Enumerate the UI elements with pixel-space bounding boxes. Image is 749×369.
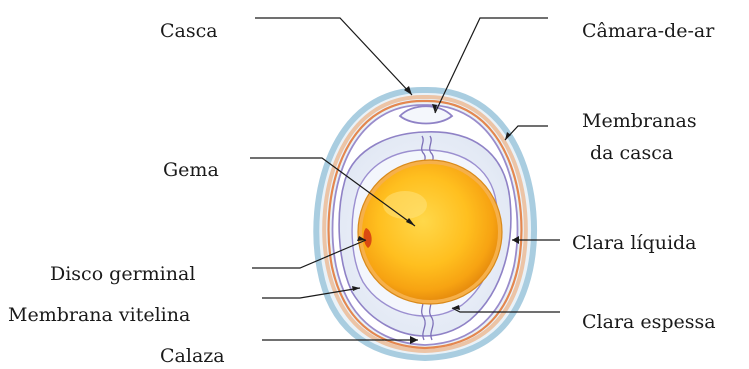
label-membranas: Membranas — [582, 110, 697, 132]
label-da-casca: da casca — [590, 142, 673, 164]
yolk-highlight — [383, 191, 427, 219]
label-calaza: Calaza — [160, 345, 225, 367]
yolk — [362, 164, 498, 300]
label-membrana-vitelina: Membrana vitelina — [8, 304, 190, 326]
label-clara-espessa: Clara espessa — [582, 311, 716, 333]
label-gema: Gema — [163, 159, 219, 181]
label-camara-de-ar: Câmara-de-ar — [582, 20, 715, 42]
label-disco-germinal: Disco germinal — [50, 263, 195, 285]
label-casca: Casca — [160, 20, 218, 42]
label-clara-liquida: Clara líquida — [572, 232, 697, 254]
